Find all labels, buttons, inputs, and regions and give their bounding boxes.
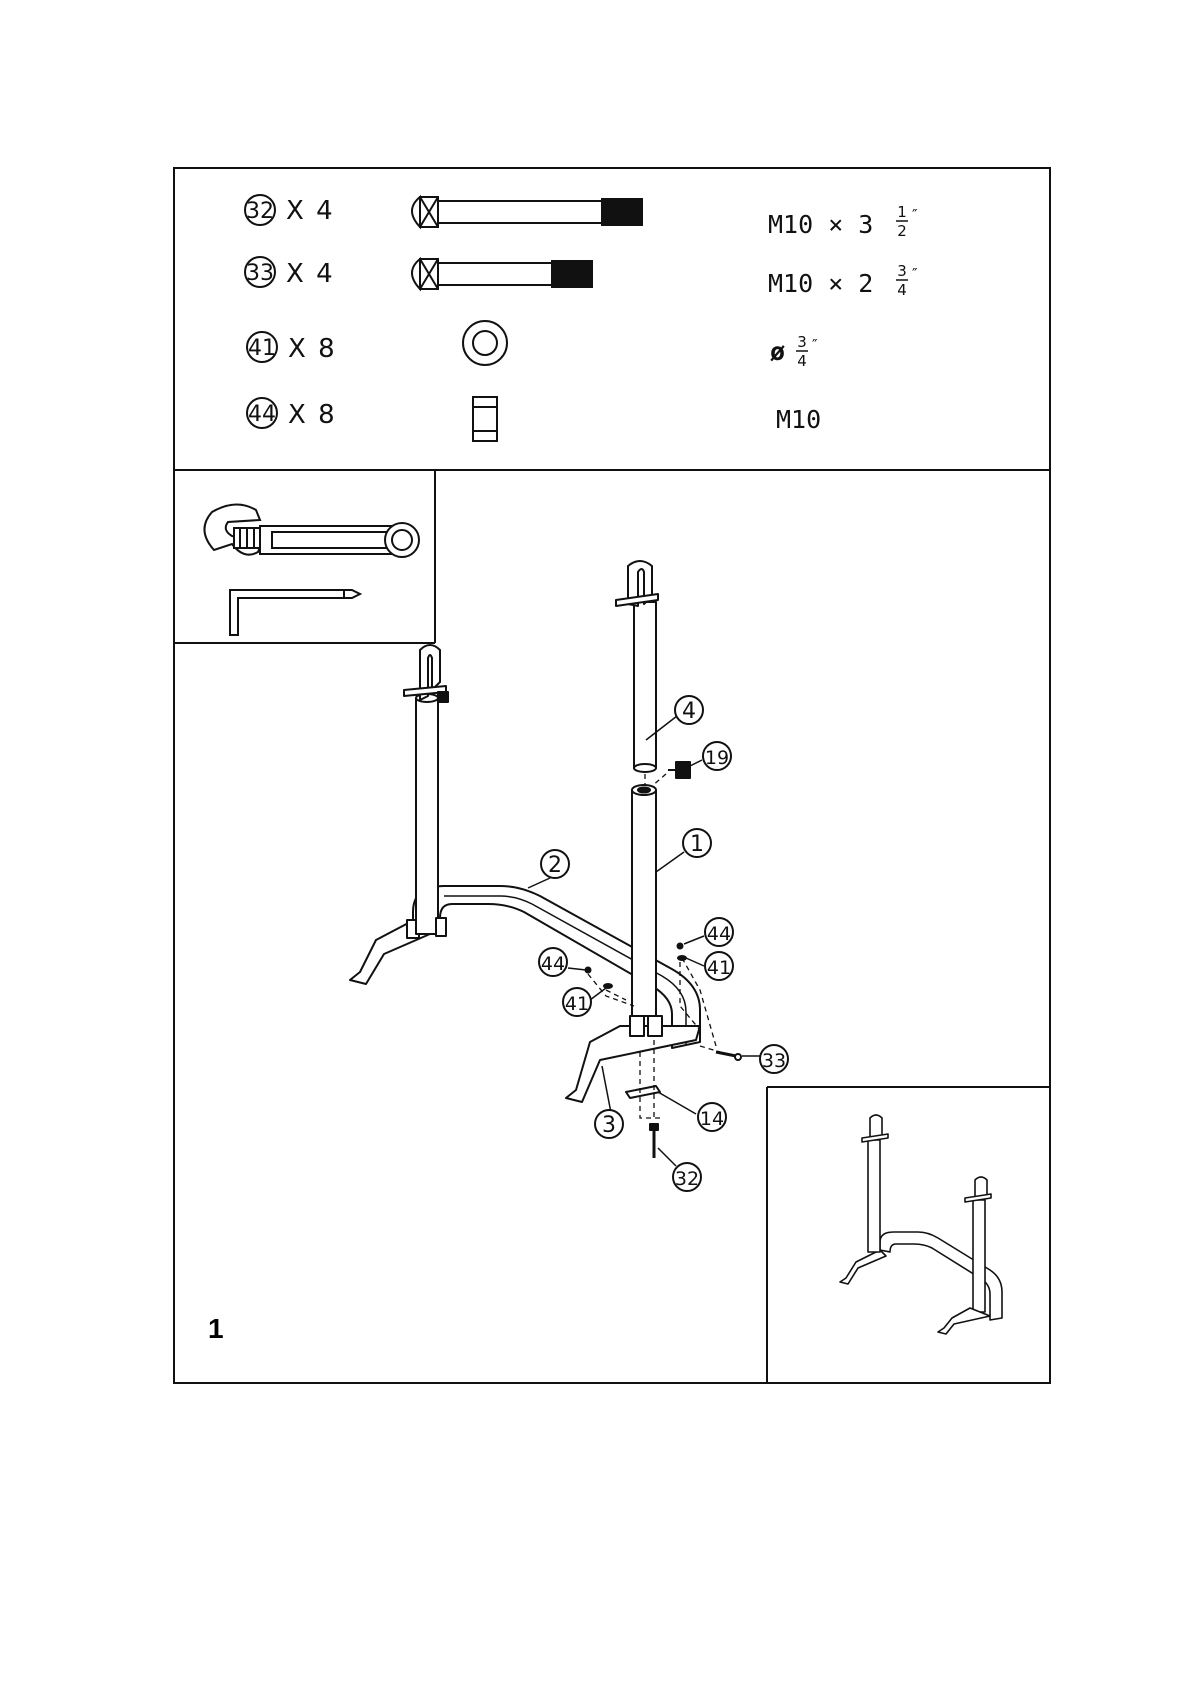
svg-text:44: 44 — [707, 923, 731, 945]
svg-text:″: ″ — [912, 265, 918, 283]
svg-text:1: 1 — [690, 832, 704, 857]
front-foot-part-3 — [566, 1016, 700, 1102]
bolt-part-32 — [650, 1124, 658, 1158]
callout-41-left: 41 — [563, 988, 591, 1016]
short-bolt-icon — [412, 259, 592, 289]
spec-fraction: 3 4 ″ — [896, 262, 918, 299]
hardware-row-44: 44 X 8 M10 — [247, 397, 821, 441]
bolt-part-33 — [716, 1052, 741, 1060]
hardware-row-33: 33 X 4 M10 × 2 3 4 ″ — [245, 257, 918, 299]
svg-text:41: 41 — [565, 993, 589, 1015]
svg-text:32: 32 — [246, 199, 274, 224]
spec-fraction: 3 4 ″ — [796, 333, 818, 370]
callout-41-right: 41 — [705, 952, 733, 980]
quantity-label: X 8 — [288, 400, 337, 430]
svg-text:41: 41 — [707, 957, 731, 979]
diameter-symbol: ø — [770, 337, 785, 366]
long-bolt-icon — [412, 197, 642, 227]
spec-label: M10 × 3 — [768, 210, 873, 239]
svg-text:″: ″ — [912, 206, 918, 224]
hardware-row-41: 41 X 8 ø 3 4 ″ — [247, 321, 818, 370]
svg-text:3: 3 — [797, 333, 807, 351]
part-callout-33: 33 — [245, 257, 275, 287]
svg-text:3: 3 — [897, 262, 907, 280]
svg-text:4: 4 — [797, 352, 807, 370]
svg-text:1: 1 — [897, 203, 907, 221]
callout-44-left: 44 — [539, 948, 567, 976]
quantity-label: X 4 — [286, 196, 335, 226]
spec-label: M10 × 2 — [768, 269, 873, 298]
svg-text:14: 14 — [700, 1108, 724, 1130]
washer-icon — [463, 321, 507, 365]
svg-text:19: 19 — [705, 747, 729, 769]
svg-text:4: 4 — [897, 281, 907, 299]
callout-33: 33 — [760, 1045, 788, 1073]
part-callout-41: 41 — [247, 332, 277, 362]
svg-text:33: 33 — [246, 261, 274, 286]
svg-text:4: 4 — [682, 699, 696, 724]
svg-text:3: 3 — [602, 1113, 616, 1138]
svg-text:32: 32 — [675, 1168, 699, 1190]
callout-1: 1 — [683, 829, 711, 857]
svg-text:″: ″ — [812, 336, 818, 354]
assembled-preview — [840, 1115, 1002, 1334]
hardware-row-32: 32 X 4 M10 × 3 1 2 ″ — [245, 195, 918, 240]
quantity-label: X 4 — [286, 259, 335, 289]
callout-14: 14 — [698, 1103, 726, 1131]
callout-3: 3 — [595, 1110, 623, 1138]
part-callout-32: 32 — [245, 195, 275, 225]
svg-text:2: 2 — [897, 222, 907, 240]
svg-text:44: 44 — [248, 402, 276, 427]
callout-2: 2 — [541, 850, 569, 878]
spec-label: M10 — [776, 405, 821, 434]
svg-text:2: 2 — [548, 853, 562, 878]
callout-19: 19 — [703, 742, 731, 770]
spec-fraction: 1 2 ″ — [896, 203, 918, 240]
svg-text:33: 33 — [762, 1050, 786, 1072]
adjustable-wrench-icon — [204, 504, 419, 557]
step-number: 1 — [208, 1313, 224, 1344]
callout-44-right: 44 — [705, 918, 733, 946]
bracket-part-14 — [626, 1086, 660, 1098]
svg-text:41: 41 — [248, 336, 276, 361]
callout-4: 4 — [675, 696, 703, 724]
quantity-label: X 8 — [288, 334, 337, 364]
top-tube-part-4 — [616, 561, 658, 772]
callout-32: 32 — [673, 1163, 701, 1191]
allen-key-icon — [230, 590, 360, 635]
part-callout-44: 44 — [247, 398, 277, 428]
nut-icon — [473, 397, 497, 441]
knob-part-19 — [668, 762, 690, 778]
svg-text:44: 44 — [541, 953, 565, 975]
right-upright-part-1 — [632, 785, 656, 1016]
